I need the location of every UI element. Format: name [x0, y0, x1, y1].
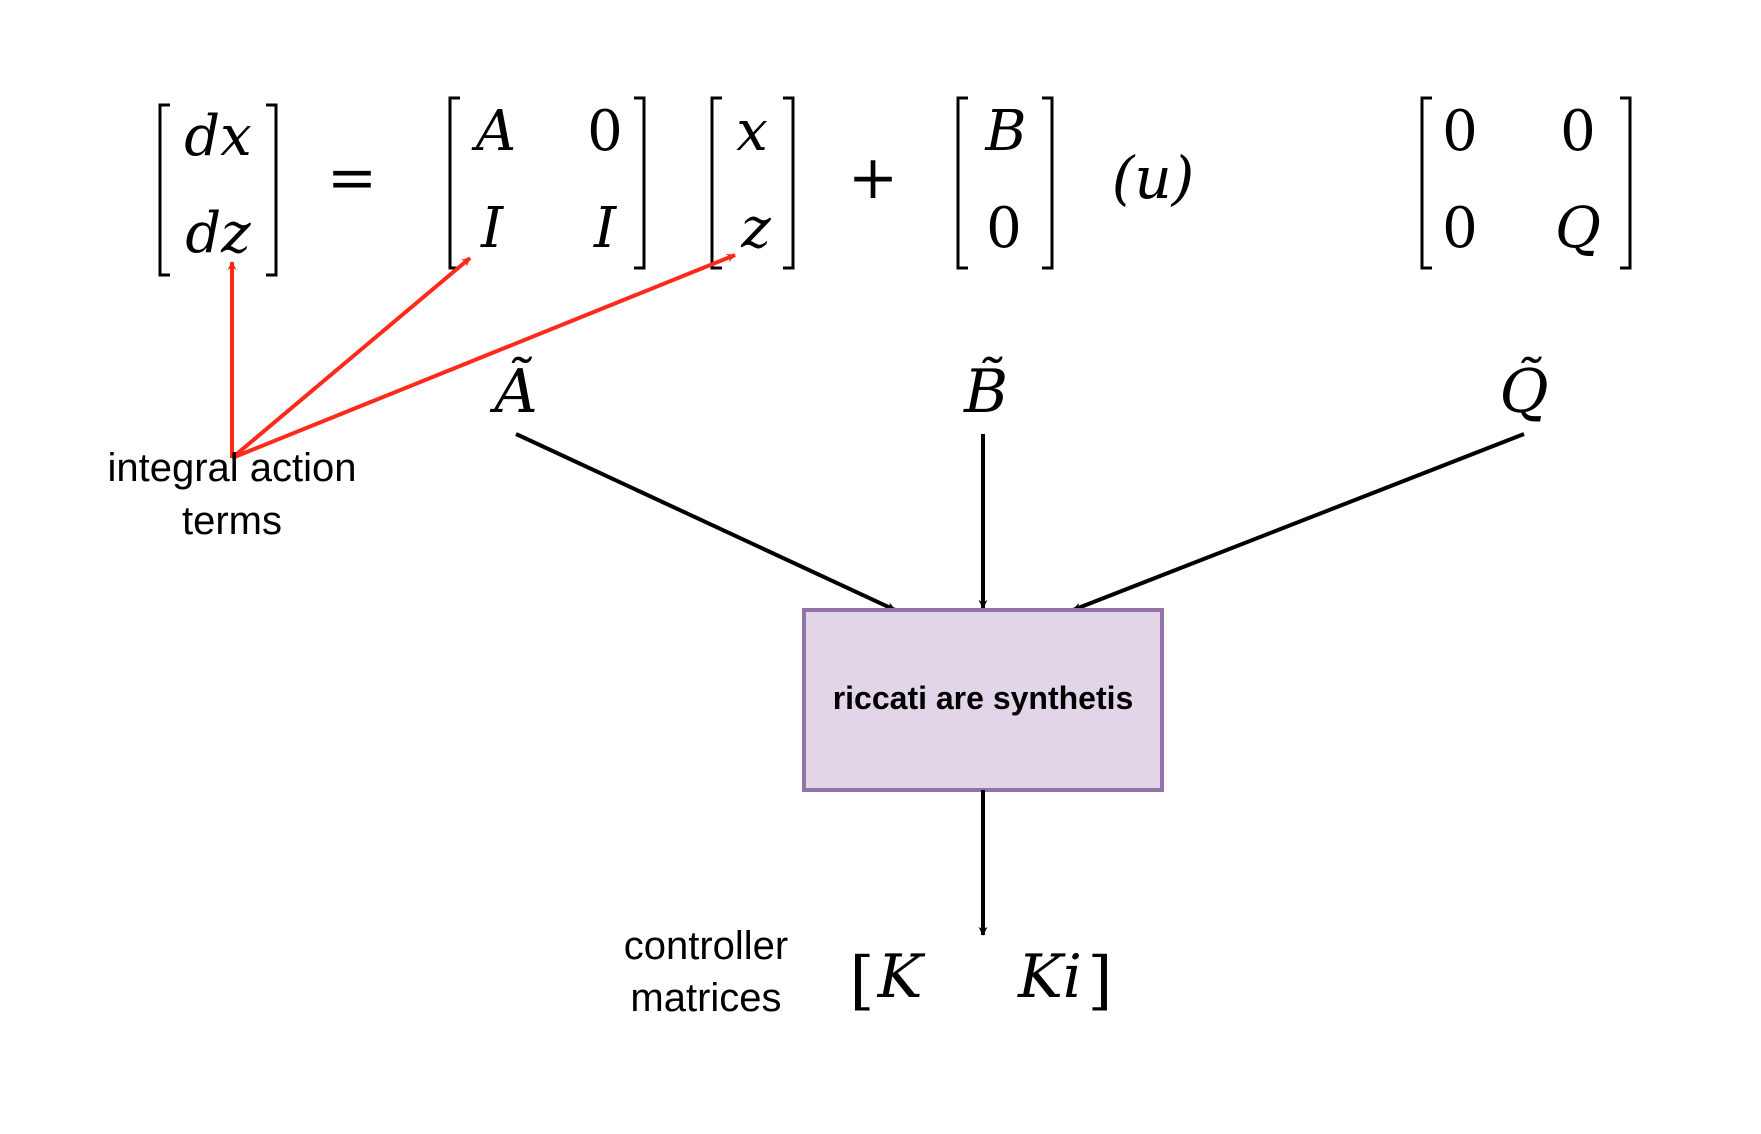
arrow-a-to-box [515, 432, 896, 612]
matrix-q: 0 0 0 Q [1420, 96, 1632, 270]
state-x: x [736, 99, 768, 164]
controller-label-line1: controller [624, 924, 789, 968]
matrix-b-left-bracket [956, 96, 968, 270]
state-right-bracket [783, 96, 795, 270]
controller-label-line2: matrices [630, 976, 781, 1020]
matrix-a-right-bracket [634, 96, 646, 270]
output-open-bracket: [ [850, 944, 875, 1018]
controller-output: controller matrices [ K Ki ] [624, 924, 1113, 1020]
matrix-q-q11: 0 [1442, 99, 1478, 164]
input-u: (u) [1112, 144, 1195, 212]
riccati-box-label: riccati are synthetis [833, 680, 1134, 716]
matrix-b-b1: B [984, 99, 1026, 164]
arrow-to-i [230, 256, 472, 460]
lhs-dx: dx [184, 104, 251, 169]
matrix-a-a12: 0 [587, 99, 623, 164]
riccati-box[interactable] [802, 608, 1164, 792]
a-tilde: Ã [489, 356, 537, 427]
output-ki: Ki [1017, 942, 1082, 1012]
plus-sign: + [848, 143, 898, 213]
state-left-bracket [710, 96, 722, 270]
arrow-to-z [231, 253, 736, 460]
matrix-b: B 0 [956, 96, 1054, 270]
matrix-q-q21: 0 [1442, 196, 1478, 261]
matrix-a-a11: A [471, 99, 516, 164]
matrix-b-b2: 0 [986, 196, 1022, 261]
lhs-dz: dz [185, 201, 251, 266]
matrix-q-q22: Q [1555, 196, 1601, 261]
integral-action-arrows [227, 253, 736, 460]
lhs-vector: dx dz [158, 103, 278, 277]
q-tilde: Q̃ [1499, 356, 1548, 427]
integral-action-label-line2: terms [182, 499, 282, 543]
matrix-q-left-bracket [1420, 96, 1432, 270]
matrix-a-a21: I [480, 196, 505, 261]
state-z: z [740, 196, 771, 261]
matrix-q-right-bracket [1620, 96, 1632, 270]
integral-action-label-line1: integral action [107, 446, 356, 490]
arrow-q-to-box [1072, 432, 1525, 612]
output-close-bracket: ] [1088, 944, 1113, 1018]
matrix-a: A 0 I I [448, 96, 646, 270]
integral-action-label: integral action terms [107, 446, 356, 543]
riccati-synthesis-block[interactable]: riccati are synthetis [802, 608, 1164, 792]
equals-sign: = [327, 143, 377, 213]
matrix-b-right-bracket [1042, 96, 1054, 270]
b-tilde: B̃ [963, 356, 1008, 427]
matrix-a-left-bracket [448, 96, 460, 270]
lhs-left-bracket [158, 103, 170, 277]
lhs-right-bracket [266, 103, 278, 277]
input-arrows [515, 432, 1525, 612]
riccati-inputs: Ã B̃ Q̃ [489, 356, 1548, 427]
state-vector: x z [710, 96, 795, 270]
state-equation: dx dz = A 0 I I x z + B 0 (u) [158, 96, 1632, 277]
matrix-a-a22: I [593, 196, 618, 261]
matrix-q-q12: 0 [1560, 99, 1596, 164]
output-k: K [877, 942, 926, 1012]
